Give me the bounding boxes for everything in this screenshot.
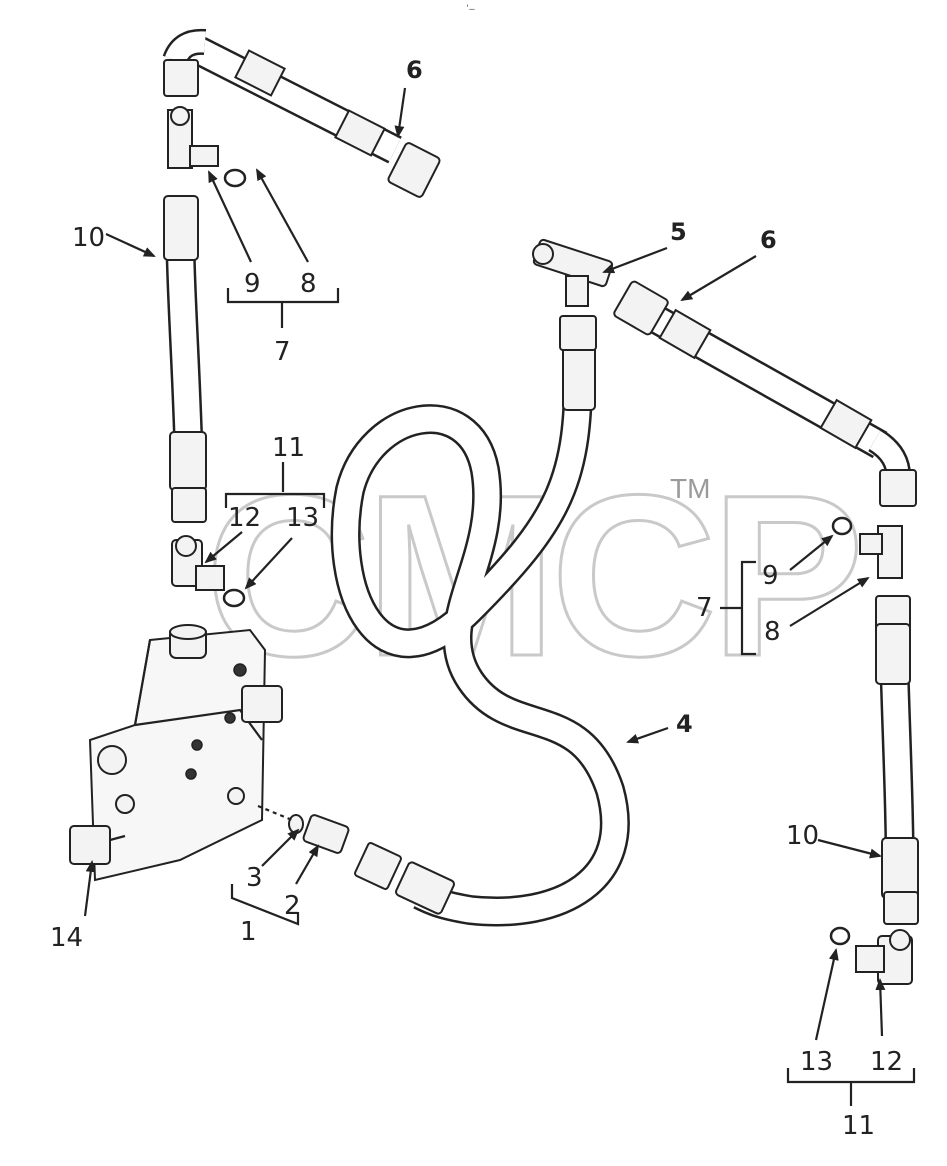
o-ring-lower-left <box>222 588 246 608</box>
header-mark: ˈ‒ <box>466 4 475 15</box>
callout-label-c12b: 12 <box>870 1047 903 1077</box>
callout-label-c9b: 9 <box>762 561 779 591</box>
callout-label-c6b: 6 <box>760 226 777 254</box>
callout-label-c3: 3 <box>246 863 263 893</box>
callout-label-c2: 2 <box>284 891 301 921</box>
watermark-tm: TM <box>670 473 710 504</box>
callout-label-c11b: 11 <box>842 1111 875 1141</box>
callout-label-c1: 1 <box>240 917 257 947</box>
elbow-fitting-lower-left <box>171 535 225 591</box>
watermark-text: CMCP <box>205 447 858 704</box>
callout-label-c8a: 8 <box>300 269 317 299</box>
callout-label-c8b: 8 <box>764 617 781 647</box>
callout-label-c10a: 10 <box>72 223 105 253</box>
watermark: CMCP TM <box>204 446 866 706</box>
hose-6-right <box>613 280 917 507</box>
tee-fitting-upper-left <box>167 106 219 169</box>
elbow-fitting-lower-right <box>855 929 913 985</box>
hose-10-left <box>163 195 207 523</box>
tee-fitting-5 <box>532 238 614 307</box>
callout-label-c7b: 7 <box>696 593 713 623</box>
o-ring-upper-left <box>223 168 247 188</box>
leaders <box>83 87 916 1106</box>
tee-fitting-right <box>859 525 903 579</box>
hose-10-right <box>875 595 919 925</box>
o-ring-lower-right <box>829 926 851 946</box>
fitting-1 <box>257 804 350 854</box>
callout-label-c7a: 7 <box>274 337 291 367</box>
callout-label-c12a: 12 <box>228 503 261 533</box>
pump-body-14 <box>69 624 283 882</box>
o-ring-right <box>831 516 853 536</box>
callout-label-c13a: 13 <box>286 503 319 533</box>
hose-6-top <box>162 28 441 198</box>
callout-label-c10b: 10 <box>786 821 819 851</box>
callout-label-c5: 5 <box>670 218 687 246</box>
callout-labels: 6 6 5 4 10 10 9 8 7 11 12 13 9 8 7 321 14 13 12 11 <box>50 56 903 1141</box>
hose-4 <box>330 315 630 927</box>
callout-label-c14: 14 <box>50 923 83 953</box>
callout-label-c11a: 11 <box>272 433 305 463</box>
callout-label-c9a: 9 <box>244 269 261 299</box>
callout-label-c13b: 13 <box>800 1047 833 1077</box>
callout-label-c6a: 6 <box>406 56 423 84</box>
callout-label-c4: 4 <box>676 710 693 738</box>
